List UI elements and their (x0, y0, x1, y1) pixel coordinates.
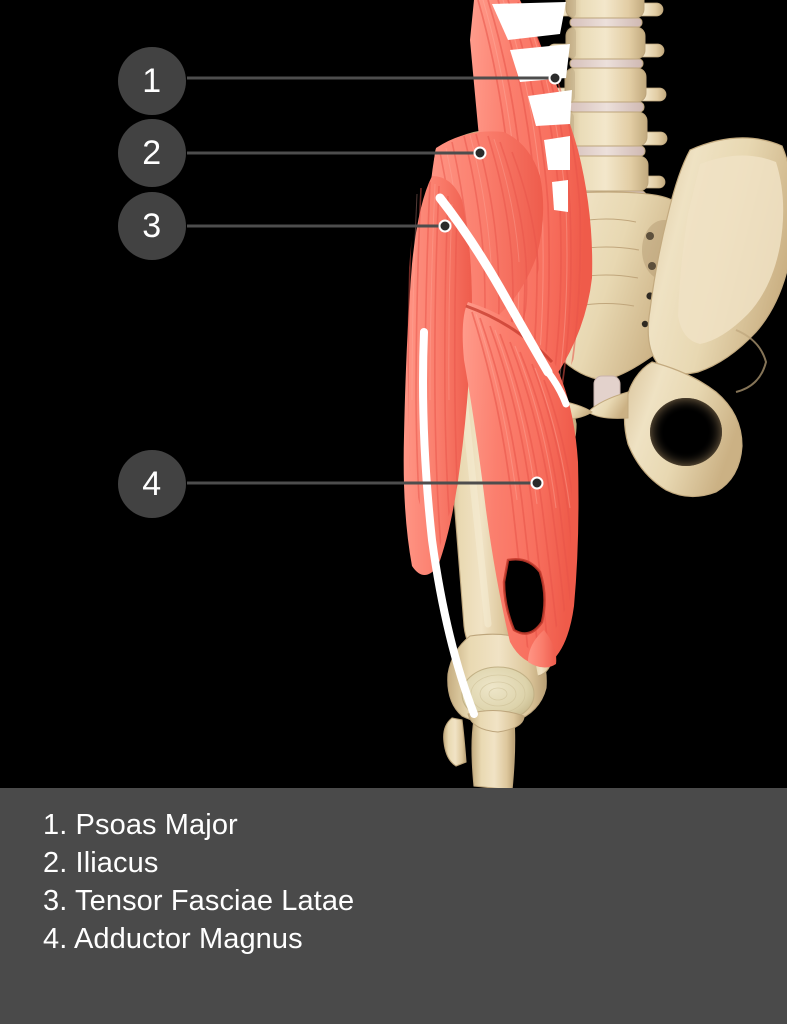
legend-panel: 1. Psoas Major 2. Iliacus 3. Tensor Fasc… (0, 788, 787, 1024)
callout-marker-4[interactable]: 4 (118, 450, 186, 518)
leader-line-3 (187, 224, 445, 228)
hip-bone-right (587, 137, 787, 498)
callout-marker-1[interactable]: 1 (118, 47, 186, 115)
legend-item-1: 1. Psoas Major (43, 809, 238, 841)
legend-item-4: 4. Adductor Magnus (43, 923, 303, 955)
sartorius-band (435, 193, 570, 408)
leader-endpoint-dot-1 (548, 71, 562, 85)
legend-item-3: 3. Tensor Fasciae Latae (43, 885, 355, 917)
anatomy-illustration (403, 0, 787, 790)
muscle-tensor-fasciae-latae (403, 176, 472, 575)
leader-endpoint-dot-3 (438, 219, 452, 233)
gracilis-band (419, 328, 478, 718)
callout-marker-3[interactable]: 3 (118, 192, 186, 260)
leader-line-2 (187, 151, 480, 155)
leader-line-4 (187, 481, 537, 485)
legend-item-2: 2. Iliacus (43, 847, 159, 879)
leader-endpoint-dot-2 (473, 146, 487, 160)
callout-marker-2[interactable]: 2 (118, 119, 186, 187)
leader-line-1 (187, 76, 555, 80)
leader-endpoint-dot-4 (530, 476, 544, 490)
psoas-tendinous-slips (492, 2, 572, 212)
